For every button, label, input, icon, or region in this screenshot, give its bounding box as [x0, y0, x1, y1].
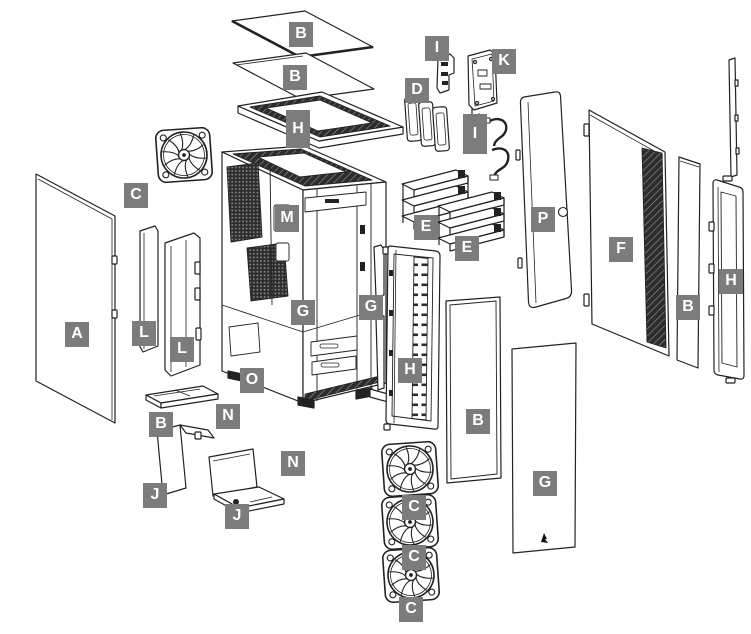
part-label-m-4: M	[275, 204, 299, 232]
part-label-j-24: J	[143, 482, 167, 508]
accessory-tray	[145, 385, 219, 409]
part-label-c-30: C	[402, 544, 426, 570]
front-fan-tray	[382, 245, 441, 431]
io-board	[467, 49, 498, 117]
part-label-g-16: G	[359, 294, 383, 320]
part-label-b-13: B	[676, 294, 700, 320]
front-trim-rail	[369, 244, 389, 403]
psu-shroud-cover	[156, 424, 215, 496]
part-label-k-6: K	[492, 48, 516, 74]
part-label-i-5: I	[425, 35, 449, 61]
part-label-c-29: C	[402, 494, 426, 520]
thin-trim-panel	[676, 156, 701, 369]
part-label-h-26: H	[398, 357, 422, 383]
clamshell-bracket	[208, 448, 285, 514]
front-glass-panel	[445, 296, 502, 484]
fan-top-left	[154, 126, 214, 184]
part-label-g-28: G	[533, 470, 557, 496]
part-label-b-27: B	[466, 408, 490, 434]
mount-strip	[728, 57, 740, 178]
fan-front-1	[380, 440, 440, 498]
part-label-h-2: H	[286, 110, 310, 148]
part-label-j-25: J	[225, 503, 249, 529]
drive-trays	[404, 96, 450, 152]
part-label-i-8: I	[463, 114, 487, 154]
part-label-f-12: F	[609, 236, 633, 262]
part-label-d-7: D	[405, 77, 429, 103]
corsair-logo	[541, 533, 548, 543]
part-label-c-3: C	[124, 182, 148, 208]
front-mesh-panel	[583, 109, 670, 357]
side-glass-panel	[35, 173, 118, 424]
part-label-e-10: E	[455, 235, 479, 261]
top-radiator-tray	[237, 91, 404, 149]
part-label-l-19: L	[170, 336, 194, 362]
part-label-n-21: N	[216, 403, 240, 429]
part-label-g-15: G	[291, 299, 315, 325]
part-label-p-11: P	[531, 206, 555, 232]
part-label-b-0: B	[289, 21, 313, 47]
part-label-b-1: B	[283, 64, 307, 90]
part-label-n-23: N	[281, 450, 305, 476]
part-label-o-20: O	[240, 367, 264, 393]
part-label-l-18: L	[132, 320, 156, 346]
part-label-b-22: B	[149, 411, 173, 437]
small-bracket	[436, 53, 455, 94]
part-label-e-9: E	[414, 214, 438, 240]
part-label-h-14: H	[719, 268, 743, 294]
front-door	[515, 91, 573, 309]
logo-side-panel	[511, 342, 577, 554]
part-label-a-17: A	[65, 321, 89, 347]
part-label-c-31: C	[399, 596, 423, 622]
